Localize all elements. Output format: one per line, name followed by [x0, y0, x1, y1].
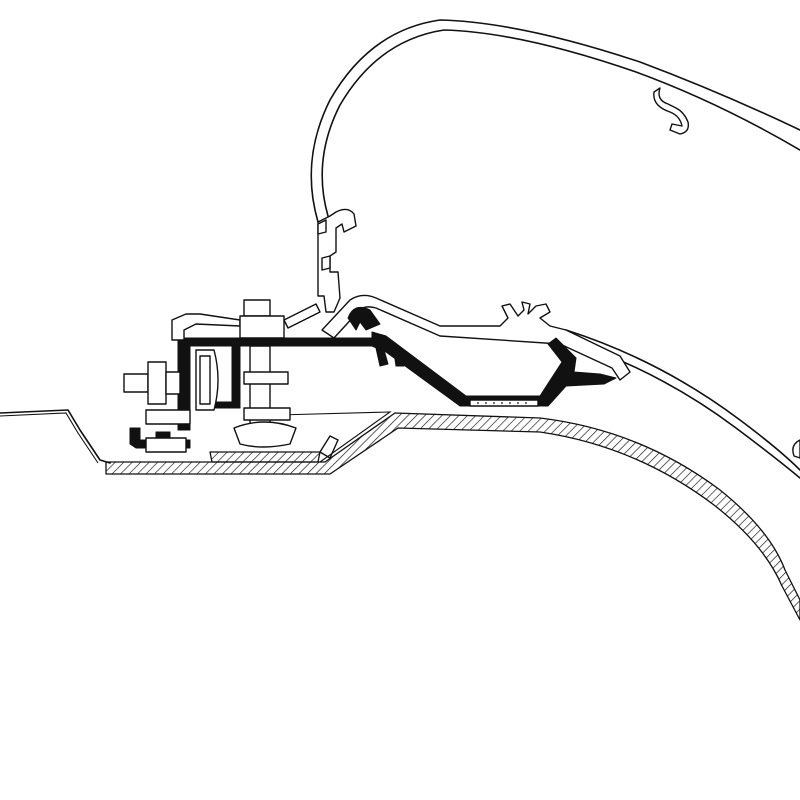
rail-hook-left	[375, 347, 389, 367]
adapter-main-rail-black-body	[177, 331, 617, 409]
roof-inner-contour	[277, 411, 392, 463]
awning-casing-outer	[310, 19, 800, 223]
rail-hook-mid	[393, 351, 405, 367]
vertical-bolt-collar	[243, 371, 289, 385]
bracket-diagonal-strut	[283, 303, 321, 329]
left-bracket-upper-black	[177, 339, 191, 431]
side-bolt-head	[123, 373, 149, 393]
roof-skin-hatched	[105, 412, 800, 621]
rail-foot-insert	[469, 399, 539, 407]
bracket-white-frame	[171, 313, 241, 341]
awning-casing-inner	[321, 29, 800, 217]
roof-panel-left-line	[0, 409, 111, 464]
vertical-bolt-lower-collar	[243, 407, 291, 421]
casing-right-knob	[792, 439, 800, 459]
casing-vertical-rail	[317, 208, 357, 313]
adapter-upper-profile	[321, 294, 631, 381]
side-clamp-cap	[199, 355, 211, 405]
clamp-wedge	[319, 435, 339, 459]
bolt-clamp-foot	[233, 421, 297, 448]
side-bolt-shaft	[165, 371, 181, 395]
clamp-base-plate	[209, 451, 321, 463]
side-bolt-nut	[147, 361, 167, 405]
bracket-lower-white	[145, 409, 191, 425]
vertical-bolt-top-cap	[243, 299, 271, 317]
roof-panel-left-line-inner	[0, 412, 99, 464]
adapter-main-rail-black	[347, 306, 381, 331]
casing-rail-tab	[317, 219, 327, 235]
vertical-bolt-nut	[239, 315, 285, 339]
casing-rail-slot	[321, 255, 331, 271]
awning-front-lower-curve	[565, 329, 800, 471]
rail-foot-dots	[477, 402, 527, 404]
bracket-nut-block	[145, 437, 187, 453]
casing-clip-hook	[653, 87, 690, 135]
